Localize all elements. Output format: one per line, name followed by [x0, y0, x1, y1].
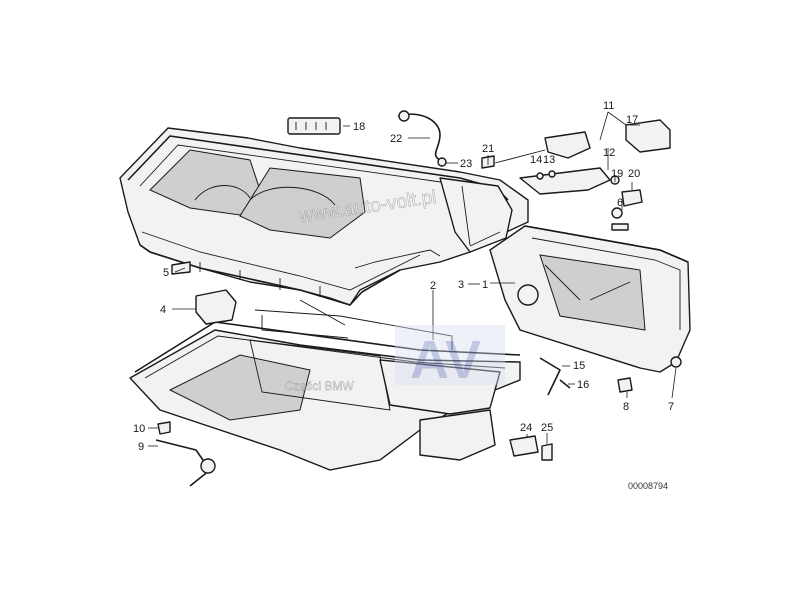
watermark-logo: AV [395, 325, 505, 390]
callout-23: 23 [460, 158, 472, 170]
callout-19: 19 [611, 168, 623, 180]
callout-24: 24 [520, 422, 532, 434]
callout-22: 22 [390, 133, 402, 145]
sensor-head [398, 110, 410, 122]
leader-lines [148, 111, 677, 447]
callout-4: 4 [160, 304, 166, 316]
rod-16 [559, 379, 571, 389]
sensor-clip [437, 157, 447, 167]
callout-2: 2 [430, 280, 436, 292]
upper-housing [119, 127, 529, 306]
clip-small [611, 223, 629, 231]
clip-8 [617, 377, 633, 393]
callout-10: 10 [133, 423, 145, 435]
small-parts [155, 110, 682, 487]
callout-15: 15 [573, 360, 585, 372]
callout-21: 21 [482, 143, 494, 155]
callout-25: 25 [541, 422, 553, 434]
part-24 [509, 435, 539, 457]
connector-block [287, 117, 341, 135]
air-duct [155, 439, 211, 487]
callout-5: 5 [163, 267, 169, 279]
sensor-cable [397, 113, 441, 161]
lower-housing [129, 299, 521, 471]
resistor-block [625, 119, 671, 153]
callout-9: 9 [138, 441, 144, 453]
callout-17: 17 [626, 114, 638, 126]
callout-7: 7 [668, 401, 674, 413]
clip-10 [157, 421, 171, 435]
callout-numbers: 1 2 3 4 5 6 7 8 9 10 11 12 13 14 15 16 1… [133, 100, 674, 453]
control-valve [621, 189, 643, 207]
callout-16: 16 [577, 379, 589, 391]
callout-14: 14 [530, 154, 542, 166]
callout-6: 6 [617, 197, 623, 209]
rod-15 [539, 357, 561, 396]
washer [536, 172, 544, 180]
mounting-bracket [519, 167, 611, 195]
callout-12: 12 [603, 147, 615, 159]
callout-13: 13 [543, 154, 555, 166]
part-25 [541, 443, 553, 461]
side-housing [489, 225, 691, 373]
watermark-caption: Części BMW [285, 379, 354, 393]
servo-motor [544, 131, 591, 159]
callout-18: 18 [353, 121, 365, 133]
callout-8: 8 [623, 401, 629, 413]
callout-20: 20 [628, 168, 640, 180]
callout-11: 11 [603, 100, 614, 112]
washer [548, 170, 556, 178]
document-code: 00008794 [628, 481, 668, 491]
clip-5 [171, 261, 191, 275]
watermark-logo-text: AV [410, 330, 481, 390]
duct-outlet [200, 458, 216, 474]
blower-bracket [195, 289, 237, 325]
screw-7 [670, 356, 682, 368]
callout-3: 3 [458, 279, 464, 291]
part-6 [611, 207, 623, 219]
callout-1: 1 [482, 279, 488, 291]
